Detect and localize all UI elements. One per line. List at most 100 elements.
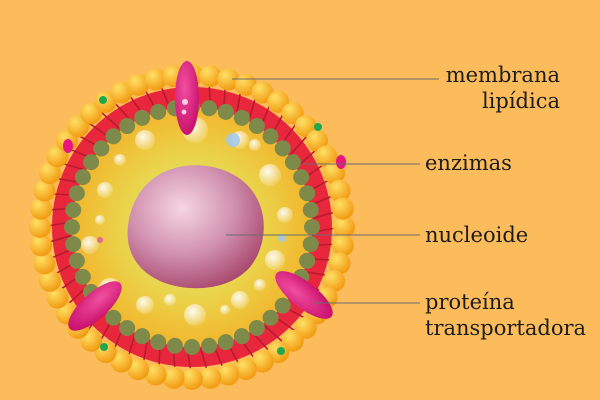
label-enzymes: enzimas	[425, 151, 512, 175]
transport-protein-top	[175, 61, 199, 135]
inner-lipid-head	[64, 219, 80, 235]
outer-lipid-head	[144, 363, 167, 386]
enzyme-blue	[226, 133, 240, 147]
vesicle	[277, 207, 293, 223]
inner-lipid-head	[105, 309, 122, 326]
outer-lipid-head	[38, 162, 61, 185]
inner-lipid-head	[262, 128, 279, 145]
protein-side-fragment-right	[336, 155, 346, 169]
enzyme-dots	[99, 96, 322, 355]
inner-lipid-head	[248, 319, 265, 336]
inner-lipid-head	[262, 309, 279, 326]
inner-lipid-head	[184, 339, 200, 355]
inner-lipid-head	[150, 103, 167, 120]
inner-lipid-head	[119, 319, 136, 336]
vesicle	[184, 304, 206, 326]
outer-lipid-head	[217, 363, 240, 386]
inner-lipid-head	[248, 118, 265, 135]
outer-lipid-head	[181, 368, 203, 390]
enzyme-dot	[314, 123, 322, 131]
inner-lipid-head	[134, 109, 151, 126]
inner-lipid-head	[233, 328, 250, 345]
inner-lipid-head	[274, 297, 291, 314]
inner-lipid-head	[201, 337, 218, 354]
inner-lipid-head	[150, 334, 167, 351]
transport-protein-bottom-left	[68, 281, 122, 331]
inner-lipid-head	[284, 154, 301, 171]
vesicle	[249, 139, 261, 151]
inner-lipid-head	[65, 236, 82, 253]
outer-lipid-head	[328, 179, 351, 202]
lipid-heads-inner	[64, 99, 320, 355]
vesicle	[164, 294, 176, 306]
inner-lipid-head	[93, 140, 110, 157]
outer-lipid-head	[315, 145, 338, 168]
inner-lipid-head	[83, 154, 100, 171]
vesicle	[95, 215, 105, 225]
outer-lipid-head	[251, 350, 274, 373]
vesicle	[97, 182, 113, 198]
leader-lines	[226, 78, 439, 304]
inner-lipid-head	[119, 118, 136, 135]
outer-lipid-head	[29, 216, 51, 238]
inner-lipid-head	[299, 252, 316, 269]
inner-lipid-head	[293, 169, 310, 186]
transport-protein-bottom-right	[275, 271, 333, 319]
transport-proteins	[63, 61, 346, 331]
label-lipid-membrane-line2: lipídica	[481, 89, 560, 113]
outer-lipid-head	[234, 358, 257, 381]
lipid-heads-outer	[29, 64, 355, 390]
label-transport-protein-line1: proteína	[425, 290, 515, 314]
vesicle	[231, 291, 249, 309]
inner-lipid-head	[105, 128, 122, 145]
label-transport-protein: proteína transportadora	[425, 289, 586, 341]
label-transport-protein-line2: transportadora	[425, 316, 587, 340]
inner-lipid-head	[166, 337, 183, 354]
inner-lipid-head	[302, 201, 319, 218]
outer-lipid-head	[110, 81, 133, 104]
vesicle	[265, 250, 285, 270]
outer-lipid-head	[328, 252, 351, 275]
enzyme-dot	[100, 343, 108, 351]
outer-lipid-head	[199, 65, 222, 88]
outer-lipid-head	[46, 286, 69, 309]
outer-lipid-head	[38, 269, 61, 292]
inner-lipid-head	[302, 236, 319, 253]
inner-lipid-head	[217, 334, 234, 351]
enzyme-dot	[277, 347, 285, 355]
inner-lipid-head	[68, 185, 85, 202]
inner-lipid-head	[74, 268, 91, 285]
vesicle	[259, 164, 281, 186]
inner-lipid-head	[233, 109, 250, 126]
inner-lipid-head	[74, 169, 91, 186]
outer-lipid-head	[30, 197, 53, 220]
vesicle	[136, 296, 154, 314]
inner-lipid-head	[274, 140, 291, 157]
outer-lipid-head	[33, 179, 56, 202]
outer-lipid-head	[33, 252, 56, 275]
label-nucleoid: nucleoide	[425, 223, 529, 247]
outer-lipid-head	[144, 68, 167, 91]
outer-lipid-head	[127, 358, 150, 381]
inner-lipid-head	[68, 252, 85, 269]
enzyme-blue	[278, 234, 286, 242]
inner-lipid-head	[201, 100, 218, 117]
outer-lipid-head	[162, 366, 185, 389]
outer-lipid-head	[217, 68, 240, 91]
outer-lipid-head	[127, 73, 150, 96]
label-lipid-membrane: membrana lipídica	[440, 62, 560, 114]
vesicle	[220, 305, 230, 315]
outer-lipid-head	[331, 197, 354, 220]
label-lipid-membrane-line1: membrana	[445, 63, 560, 87]
inner-lipid-head	[299, 185, 316, 202]
enzyme-dot	[99, 96, 107, 104]
nucleoid	[127, 165, 264, 289]
outer-lipid-head	[30, 234, 53, 257]
inner-lipid-head	[65, 201, 82, 218]
inner-lipid-head	[134, 328, 151, 345]
vesicle	[254, 279, 266, 291]
outer-lipid-head	[331, 234, 354, 257]
outer-lipid-head	[323, 269, 346, 292]
outer-lipid-head	[333, 216, 355, 238]
